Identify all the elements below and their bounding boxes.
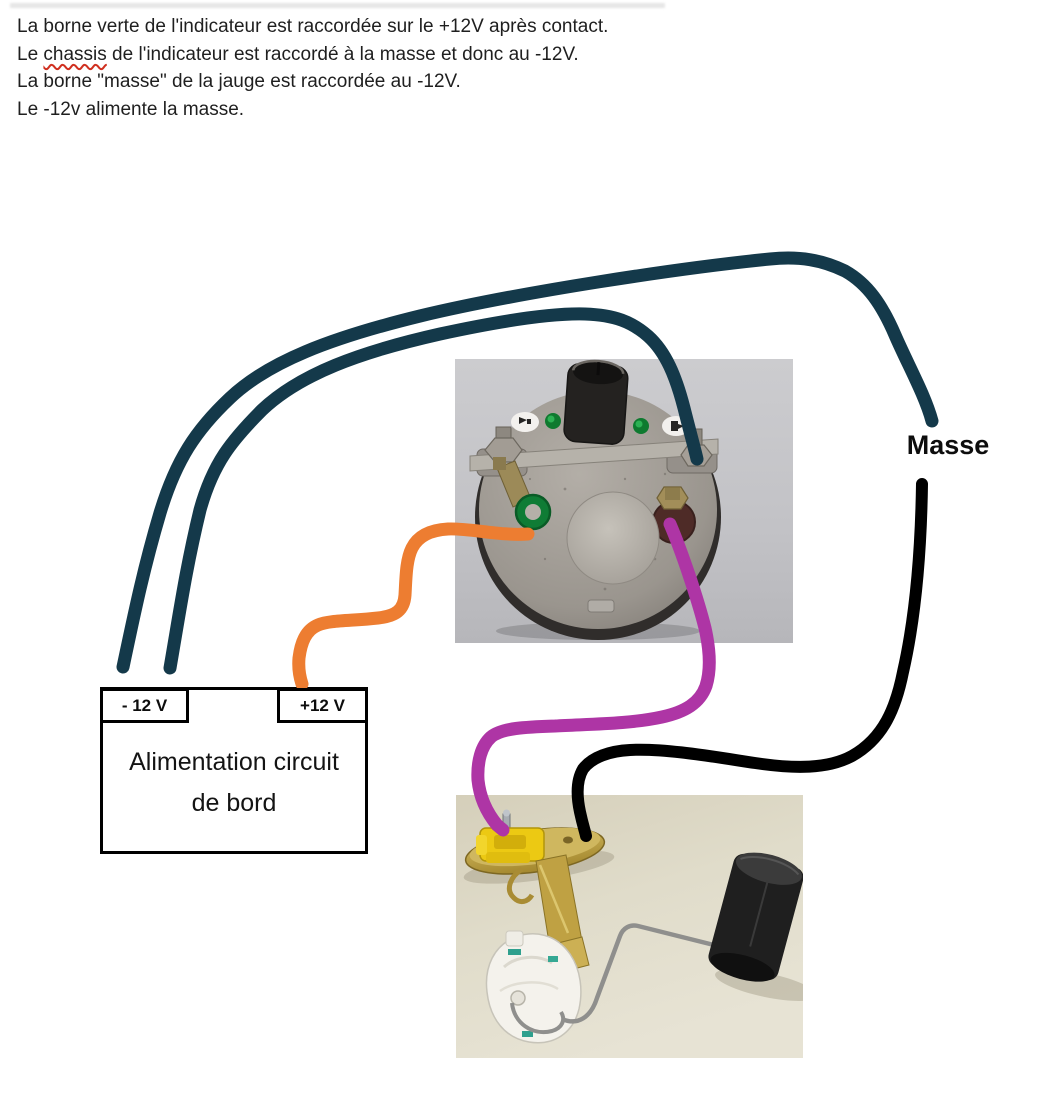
rheostat-housing xyxy=(485,933,582,1044)
bottom-tab xyxy=(587,599,615,613)
note-line-2: Le chassis de l'indicateur est raccordé … xyxy=(17,41,608,69)
scan-artifact xyxy=(10,3,665,8)
yellow-connector-block xyxy=(476,827,545,863)
fuel-sender-photo xyxy=(456,795,803,1058)
note-line-4: Le -12v alimente la masse. xyxy=(17,98,245,120)
housing-tab xyxy=(505,930,524,947)
note-line-2-prefix: Le xyxy=(17,43,44,65)
teal-mark-3 xyxy=(522,1031,533,1037)
signal-terminal-cap xyxy=(665,488,680,500)
housing-pivot xyxy=(510,990,526,1006)
bracket-hook xyxy=(506,866,535,905)
right-green-lamp-glint xyxy=(635,420,643,428)
minus-12v-terminal: - 12 V xyxy=(100,688,189,723)
left-green-lamp-glint xyxy=(547,415,555,423)
float-arm xyxy=(561,923,715,1024)
power-supply-title-line1: Alimentation circuit xyxy=(129,748,339,776)
center-dome xyxy=(566,491,660,585)
power-supply-title: Alimentation circuit de bord xyxy=(100,742,368,824)
left-keyhole xyxy=(511,412,539,432)
float-cylinder xyxy=(708,852,803,982)
right-post-stud xyxy=(688,428,703,448)
note-line-1: La borne verte de l'indicateur est racco… xyxy=(17,16,609,37)
plus-12v-terminal: +12 V xyxy=(277,688,368,723)
misspelled-word-chassis: chassis xyxy=(43,43,107,65)
green-terminal-tip xyxy=(493,457,506,470)
plate-hole xyxy=(563,836,573,844)
teal-mark-2 xyxy=(548,956,558,962)
power-supply-title-line2: de bord xyxy=(191,789,277,817)
note-line-2-suffix: de l'indicateur est raccordé à la masse … xyxy=(106,43,579,65)
teal-mark-1 xyxy=(508,949,521,955)
green-terminal-center xyxy=(525,504,541,520)
housing-seam-2 xyxy=(499,981,559,993)
instruction-notes: La borne verte de l'indicateur est racco… xyxy=(17,13,608,123)
lamp-holder-tube xyxy=(563,359,629,445)
bracket-highlight xyxy=(538,864,570,934)
masse-label: Masse xyxy=(906,430,990,460)
note-line-3: La borne "masse" de la jauge est raccord… xyxy=(17,71,461,92)
fuel-gauge-rear-photo xyxy=(455,359,793,643)
sender-terminal-pin-tip xyxy=(503,809,510,817)
